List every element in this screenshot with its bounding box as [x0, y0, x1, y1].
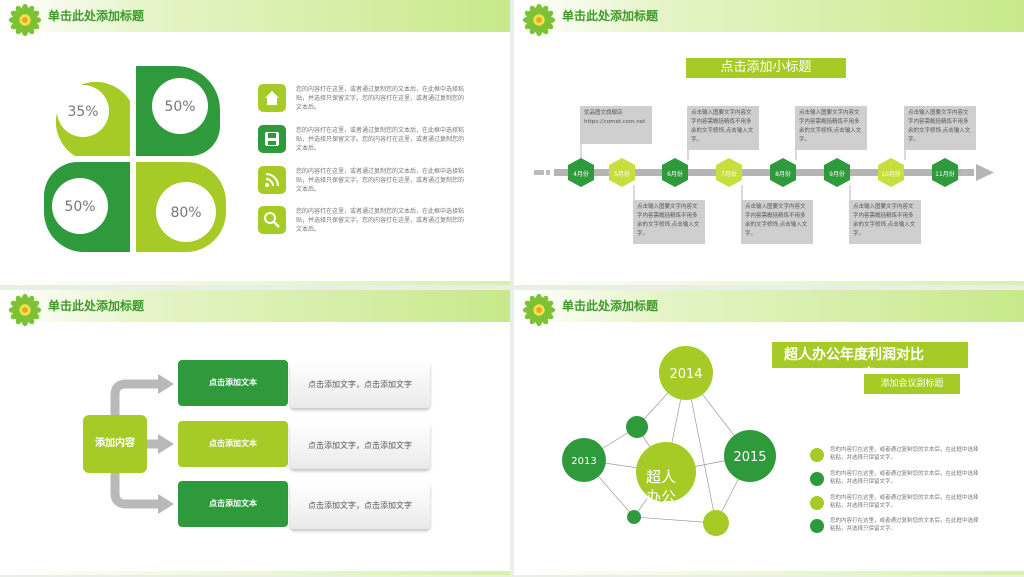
slide-1[interactable]: 单击此处添加标题 35% 50% 50% 80% 您的内容打在这里，或者通过复制… [0, 0, 510, 285]
node-2014 [659, 346, 713, 400]
bullet-dot [810, 448, 824, 462]
list-item: 您的内容打在这里，或者通过复制您的文本后，在此框中选择粘贴，并选择只保留文字。 [810, 470, 990, 492]
petal-label: 50% [64, 199, 95, 215]
home-icon [258, 84, 286, 112]
item-text: 您的内容打在这里，或者通过复制您的文本后，在此框中选择粘贴，并选择只保留文字。您… [296, 208, 465, 233]
save-icon [258, 125, 286, 153]
subtitle[interactable]: 添加会议副标题 [864, 374, 960, 394]
rss-icon [258, 166, 286, 194]
year-label: 2015 [733, 450, 766, 465]
flower-logo-icon [8, 293, 42, 327]
slide-title[interactable]: 单击此处添加标题 [48, 9, 145, 23]
flower-logo-icon [522, 3, 556, 37]
petal-label: 80% [170, 205, 201, 221]
node-small [626, 416, 648, 438]
slide-title[interactable]: 单击此处添加标题 [562, 9, 659, 23]
month-label: 9月份 [829, 171, 845, 178]
text-field-box[interactable]: 点击添加文字，点击添加文字 [290, 483, 430, 529]
petal-circle [57, 85, 109, 137]
list-item: 您的内容打在这里，或者通过复制您的文本后，在此框中选择粘贴，并选择只保留文字。您… [258, 206, 478, 238]
month-label: 4月份 [573, 171, 589, 178]
item-text: 您的内容打在这里，或者通过复制您的文本后，在此框中选择粘贴，并选择只保留文字。您… [296, 86, 465, 111]
slide-title[interactable]: 单击此处添加标题 [562, 299, 659, 313]
note-line: 优品图文旗舰店 [584, 110, 623, 116]
slide-header: 单击此处添加标题 [514, 290, 1024, 327]
list-item: 您的内容打在这里，或者通过复制您的文本后，在此框中选择粘贴，并选择只保留文字。 [810, 446, 990, 468]
item-text: 您的内容打在这里，或者通过复制您的文本后，在此框中选择粘贴，并选择只保留文字。 [830, 471, 979, 485]
timeline-note: 点击输入图要文字内容文字内容需概括精炼不用多余的文字修饰,点击输入文字。 [741, 200, 813, 244]
petal-circle [156, 182, 216, 242]
node-small [703, 510, 729, 536]
list-item: 您的内容打在这里，或者通过复制您的文本后，在此框中选择粘贴，并选择只保留文字。您… [258, 125, 478, 157]
bullet-dot [810, 496, 824, 510]
bottom-strip [514, 571, 1024, 575]
year-label: 2014 [669, 367, 702, 382]
slide-2[interactable]: 单击此处添加标题 点击添加小标题 [514, 0, 1024, 285]
flower-logo-icon [8, 3, 42, 37]
subtitle[interactable]: 点击添加小标题 [686, 58, 846, 78]
petal-circle [152, 78, 208, 134]
month-label: 7月份 [721, 171, 737, 178]
note-line: https://comet.com.net [584, 119, 646, 125]
bottom-strip [0, 571, 510, 575]
center-text: 办公 [646, 488, 676, 506]
timeline-note: 点击输入图要文字内容文字内容需概括精炼不用多余的文字修饰,点击输入文字。 [687, 106, 759, 150]
text-field-box[interactable]: 点击添加文字，点击添加文字 [290, 362, 430, 408]
slide-header: 单击此处添加标题 [0, 0, 510, 37]
timeline [534, 120, 994, 225]
petal-label: 50% [164, 99, 195, 115]
month-label: 6月份 [667, 171, 683, 178]
node-2013 [562, 438, 606, 482]
center-text: 超人 [646, 468, 676, 486]
search-icon [258, 206, 286, 234]
list-item: 您的内容打在这里，或者通过复制您的文本后，在此框中选择粘贴，并选择只保留文字。您… [258, 84, 478, 116]
petal-label: 35% [67, 104, 98, 120]
year-label: 2013 [571, 456, 596, 467]
main-title[interactable]: 超人办公年度利润对比 [772, 342, 968, 368]
timeline-note: 优品图文旗舰店 https://comet.com.net [580, 106, 652, 144]
arrow-connectors [110, 374, 174, 514]
petal-circle [52, 178, 108, 234]
text-node-button[interactable]: 点击添加文本 [178, 421, 288, 467]
content-node[interactable]: 添加内容 [83, 415, 147, 473]
node-2015 [724, 430, 776, 482]
item-text: 您的内容打在这里，或者通过复制您的文本后，在此框中选择粘贴，并选择只保留文字。您… [296, 168, 465, 193]
node-small [627, 510, 641, 524]
network-diagram: 2014 2013 2015 超人 办公 [562, 346, 776, 536]
month-label: 10月份 [881, 171, 901, 178]
bottom-strip [0, 281, 510, 285]
item-text: 您的内容打在这里，或者通过复制您的文本后，在此框中选择粘贴，并选择只保留文字。您… [296, 127, 465, 152]
slide-3[interactable]: 单击此处添加标题 添加内容 点击添加文本 点击添加文字，点击添加文字 点击添加文… [0, 290, 510, 575]
slide-title[interactable]: 单击此处添加标题 [48, 299, 145, 313]
timeline-note: 点击输入图要文字内容文字内容需概括精炼不用多余的文字修饰,点击输入文字。 [904, 106, 976, 150]
node-center [636, 442, 696, 502]
flower-logo-icon [522, 293, 556, 327]
slide-header: 单击此处添加标题 [514, 0, 1024, 37]
text-node-button[interactable]: 点击添加文本 [178, 481, 288, 527]
list-item: 您的内容打在这里，或者通过复制您的文本后，在此框中选择粘贴，并选择只保留文字。 [810, 494, 990, 516]
month-label: 8月份 [775, 171, 791, 178]
slide-4[interactable]: 单击此处添加标题 超人办公年度利润对比 表 添加会议副标题 [514, 290, 1024, 575]
list-item: 您的内容打在这里，或者通过复制您的文本后，在此框中选择粘贴，并选择只保留文字。您… [258, 166, 478, 198]
slide-header: 单击此处添加标题 [0, 290, 510, 327]
timeline-note: 点击输入图要文字内容文字内容需概括精炼不用多余的文字修饰,点击输入文字。 [633, 200, 705, 244]
text-field-box[interactable]: 点击添加文字，点击添加文字 [290, 423, 430, 469]
bullet-dot [810, 472, 824, 486]
list-item: 您的内容打在这里，或者通过复制您的文本后，在此框中选择粘贴，并选择只保留文字。 [810, 517, 990, 539]
month-label: 11月份 [935, 171, 955, 178]
month-label: 5月份 [614, 171, 630, 178]
timeline-note: 点击输入图要文字内容文字内容需概括精炼不用多余的文字修饰,点击输入文字。 [795, 106, 867, 150]
hexagons [568, 158, 958, 187]
item-text: 您的内容打在这里，或者通过复制您的文本后，在此框中选择粘贴，并选择只保留文字。 [830, 447, 979, 461]
text-node-button[interactable]: 点击添加文本 [178, 360, 288, 406]
item-text: 您的内容打在这里，或者通过复制您的文本后，在此框中选择粘贴，并选择只保留文字。 [830, 518, 979, 532]
clover-chart: 35% 50% 50% 80% [44, 66, 226, 252]
item-text: 您的内容打在这里，或者通过复制您的文本后，在此框中选择粘贴，并选择只保留文字。 [830, 495, 979, 509]
bottom-strip [514, 281, 1024, 285]
bullet-dot [810, 519, 824, 533]
timeline-note: 点击输入图要文字内容文字内容需概括精炼不用多余的文字修饰,点击输入文字。 [849, 200, 921, 244]
